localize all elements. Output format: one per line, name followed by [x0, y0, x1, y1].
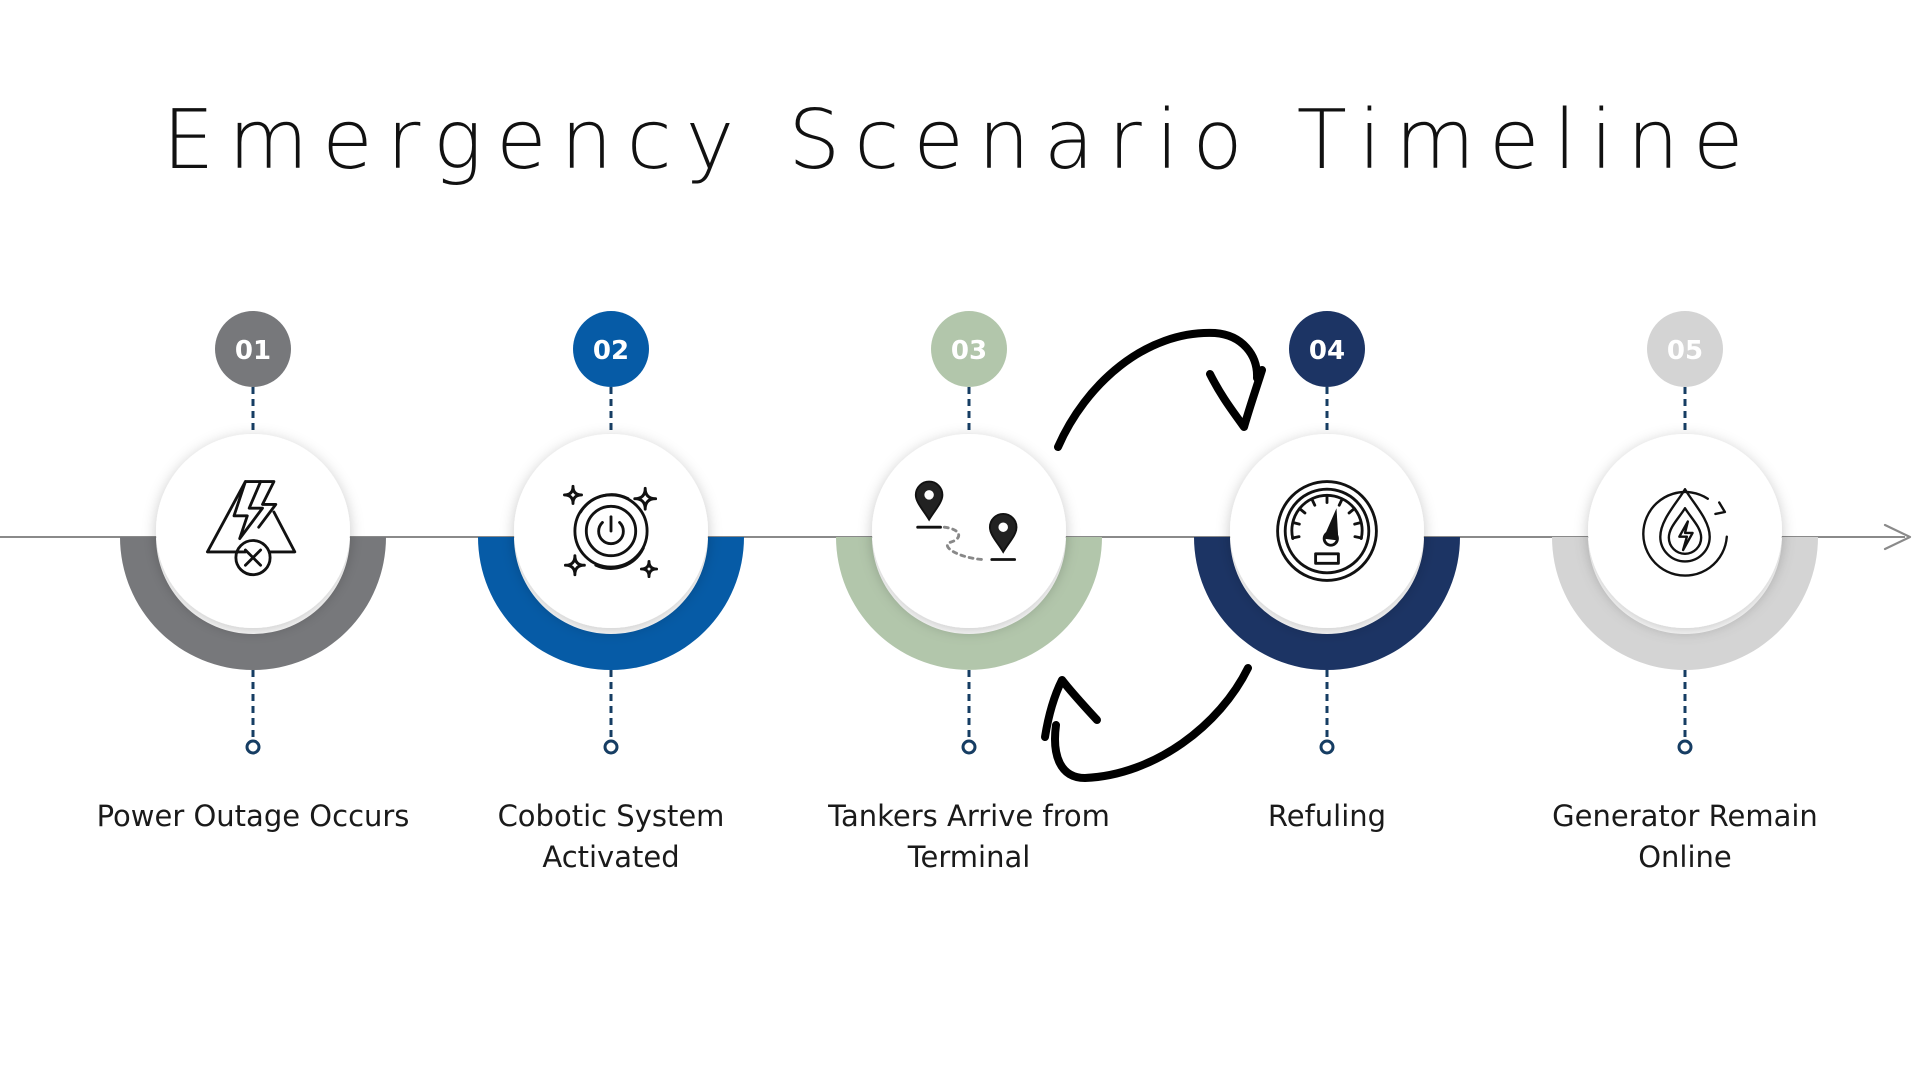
step-1-ring-arc [120, 537, 386, 670]
step-1-number: 01 [235, 336, 271, 366]
step-2: 02 [478, 311, 744, 755]
route-pins-icon [914, 480, 1018, 561]
step-1-label: Power Outage Occurs [96, 799, 410, 833]
step-3-label: Tankers Arrive from Terminal [828, 799, 1110, 874]
step-4-end-dot [1319, 739, 1335, 755]
cycle-arrow-bottom [1051, 664, 1252, 782]
step-2-label: Cobotic System Activated [497, 799, 725, 874]
step-1-end-dot [245, 739, 261, 755]
step-3-number: 03 [951, 336, 987, 366]
step-4-number: 04 [1309, 336, 1345, 366]
power-button-icon [563, 484, 659, 579]
fuel-gauge-icon [1276, 480, 1378, 582]
timeline-arrow-head [1883, 523, 1912, 551]
cycle-arrow-bottom-head [1041, 676, 1101, 741]
step-5-number-badge [1647, 311, 1723, 387]
step-4-ring-arc [1194, 537, 1460, 670]
step-5-ring-arc [1552, 537, 1818, 670]
step-5-end-dot [1677, 739, 1693, 755]
step-5-number: 05 [1667, 336, 1703, 366]
step-1-icon-circle [156, 434, 350, 628]
step-2-end-dot [603, 739, 619, 755]
step-3-icon-circle [872, 434, 1066, 628]
cycle-arrow-top-head [1206, 366, 1266, 431]
step-2-number-badge [573, 311, 649, 387]
page-title: Emergency Scenario Timeline [162, 93, 1758, 188]
step-4-number-badge [1289, 311, 1365, 387]
step-2-number: 02 [593, 336, 629, 366]
hydro-energy-icon [1642, 488, 1728, 577]
step-1: 01 [120, 311, 386, 755]
step-1-number-badge [215, 311, 291, 387]
step-4-label: Refuling [1267, 799, 1387, 833]
step-4: 04 [1194, 311, 1460, 755]
step-5-label: Generator Remain Online [1552, 799, 1818, 874]
refuel-cycle-arrows [1041, 328, 1266, 782]
step-3-number-badge [931, 311, 1007, 387]
step-2-ring-arc [478, 537, 744, 670]
step-3-ring-arc [836, 537, 1102, 670]
step-3-end-dot [961, 739, 977, 755]
cycle-arrow-top [1054, 328, 1261, 451]
power-outage-icon [205, 480, 297, 577]
step-3: 03 [836, 311, 1102, 755]
step-5: 05 [1552, 311, 1818, 755]
